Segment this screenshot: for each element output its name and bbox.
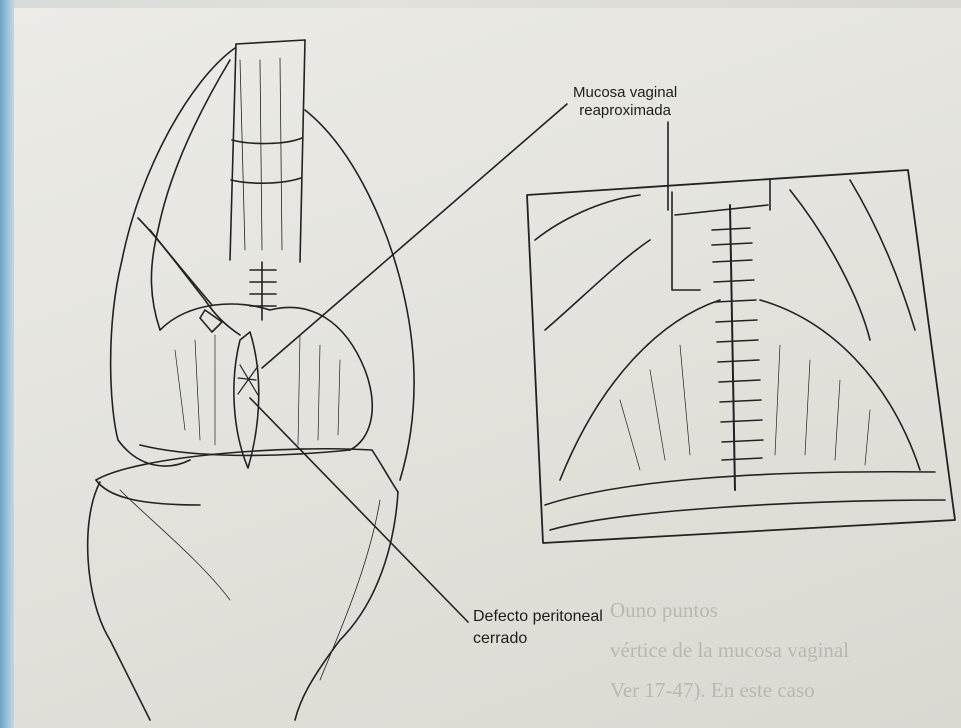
- label-line: Mucosa vaginal: [573, 84, 677, 102]
- right-figure: [527, 170, 955, 543]
- label-line: reaproximada: [573, 102, 677, 120]
- label-mucosa-vaginal: Mucosa vaginal reaproximada: [573, 84, 677, 120]
- label-line: Defecto peritoneal: [473, 606, 603, 628]
- label-line: cerrado: [473, 628, 603, 650]
- left-figure: [88, 40, 414, 720]
- background-text-bottom: Ouno puntos vértice de la mucosa vaginal…: [610, 590, 849, 710]
- label-defecto-peritoneal: Defecto peritoneal cerrado: [473, 606, 603, 650]
